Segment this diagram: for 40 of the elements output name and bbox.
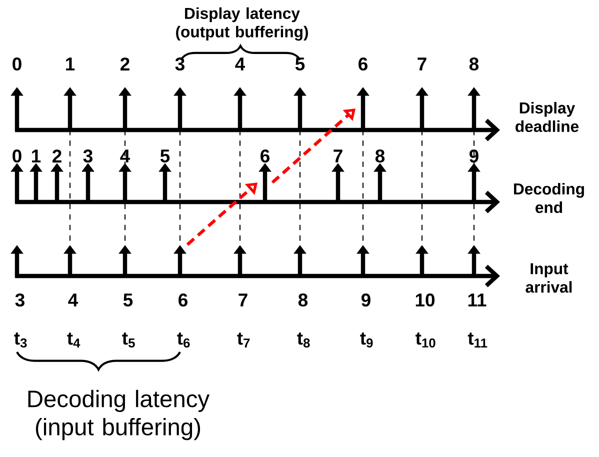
tick-number: 9 [362,294,370,307]
time-label: t$_{6}$ [177,332,190,348]
tick-number: 1 [66,58,75,70]
tick-number: 6 [178,294,188,307]
tick-number: 5 [160,150,170,162]
tick-number: 0 [12,57,22,71]
tick-number: 9 [470,149,478,163]
time-label: t$_{5}$ [122,332,135,348]
tick-number: 7 [334,150,342,162]
tick-number: 2 [52,150,62,162]
tick-number: 5 [123,294,133,306]
axis-caption: Display latency (output buffering) [176,7,308,41]
tick-number: 7 [418,58,426,70]
time-label: t$_{10}$ [416,332,436,348]
tick-number: 11 [468,294,486,306]
axis-label: Decoding end [514,182,584,214]
tick-number: 8 [469,57,479,71]
tick-number: 7 [238,294,248,306]
tick-number: 3 [83,149,92,163]
time-label: t$_{11}$ [468,332,488,348]
tick-number: 8 [298,294,308,307]
tick-number: 0 [12,149,22,163]
tick-number: 6 [260,149,270,163]
tick-number: 8 [375,149,385,163]
axis-label: Display deadline [516,102,579,132]
axis-caption: Decoding latency (input buffering) [28,390,210,440]
axis-label: Input arrival [526,263,572,293]
tick-number: 1 [32,150,41,162]
time-label: t$_{4}$ [67,332,80,348]
tick-number: 4 [120,150,130,162]
time-label: t$_{8}$ [297,332,310,348]
tick-number: 4 [235,58,245,70]
tick-number: 2 [120,58,130,70]
time-label: t$_{3}$ [14,332,27,348]
tick-number: 6 [358,57,368,71]
time-label: t$_{9}$ [360,332,373,348]
tick-number: 4 [68,294,78,306]
tick-number: 3 [15,293,24,307]
tick-number: 10 [416,294,434,307]
time-label: t$_{7}$ [237,332,250,348]
